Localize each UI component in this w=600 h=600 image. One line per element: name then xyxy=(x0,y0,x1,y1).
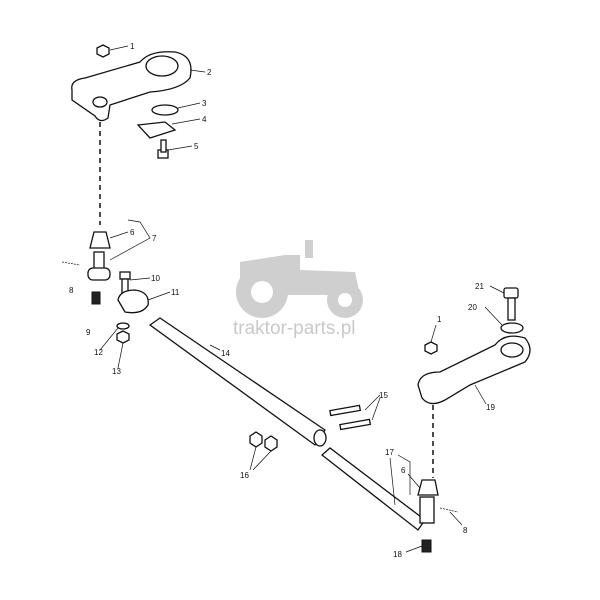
callout-8b: 8 xyxy=(463,526,468,535)
callout-18: 18 xyxy=(393,550,402,559)
callout-1: 1 xyxy=(130,42,135,51)
watermark-tractor-logo xyxy=(236,240,363,318)
callout-21: 21 xyxy=(475,282,484,291)
part-bolt-5 xyxy=(157,139,169,159)
callout-15: 15 xyxy=(379,391,388,400)
part-clamp-11 xyxy=(117,289,149,314)
part-bolt-21 xyxy=(503,287,519,321)
part-bolts-15 xyxy=(329,404,372,431)
callout-3: 3 xyxy=(202,99,207,108)
callout-2: 2 xyxy=(207,68,212,77)
callout-17: 17 xyxy=(385,448,394,457)
part-nut-16 xyxy=(249,431,263,448)
callout-1b: 1 xyxy=(437,315,442,324)
callout-20: 20 xyxy=(468,303,477,312)
part-washer-12 xyxy=(116,322,130,330)
watermark-text: traktor-parts.pl xyxy=(233,318,355,339)
part-drag-link-17 xyxy=(320,447,426,531)
callout-6: 6 xyxy=(130,228,135,237)
part-nut-13 xyxy=(116,330,130,344)
part-washer-20 xyxy=(500,322,524,334)
callout-7: 7 xyxy=(152,234,157,243)
part-ball-joint-right xyxy=(419,496,435,524)
callout-13: 13 xyxy=(112,367,121,376)
shaft-end xyxy=(313,429,327,447)
part-cotter-pin-8b xyxy=(439,507,459,513)
part-lock-plate-4 xyxy=(136,121,177,139)
callout-6b: 6 xyxy=(401,466,406,475)
part-nut-1b xyxy=(424,341,438,355)
callout-11: 11 xyxy=(171,288,180,297)
part-ball-joint-7 xyxy=(87,251,111,281)
part-grease-fitting-9 xyxy=(91,291,101,305)
callout-16: 16 xyxy=(240,471,249,480)
leader-lines xyxy=(99,45,505,553)
spline-hole xyxy=(145,55,179,77)
callout-12: 12 xyxy=(94,348,103,357)
arm-eye xyxy=(92,96,108,108)
spline-hole-right xyxy=(500,342,524,358)
part-washer-3 xyxy=(151,104,179,116)
callout-19: 19 xyxy=(486,403,495,412)
callout-5: 5 xyxy=(194,142,199,151)
callout-14: 14 xyxy=(221,349,230,358)
part-nut-1 xyxy=(96,44,110,58)
part-nut-16b xyxy=(264,435,278,452)
callout-9: 9 xyxy=(86,328,91,337)
part-dust-cap-6b xyxy=(417,479,439,496)
part-shaft-14 xyxy=(148,317,326,446)
part-cotter-pin-8 xyxy=(61,261,81,266)
callout-4: 4 xyxy=(202,115,207,124)
callout-10: 10 xyxy=(151,274,160,283)
part-grease-fitting-18 xyxy=(421,539,432,553)
part-dust-cap-6 xyxy=(89,231,111,249)
callout-8: 8 xyxy=(69,286,74,295)
